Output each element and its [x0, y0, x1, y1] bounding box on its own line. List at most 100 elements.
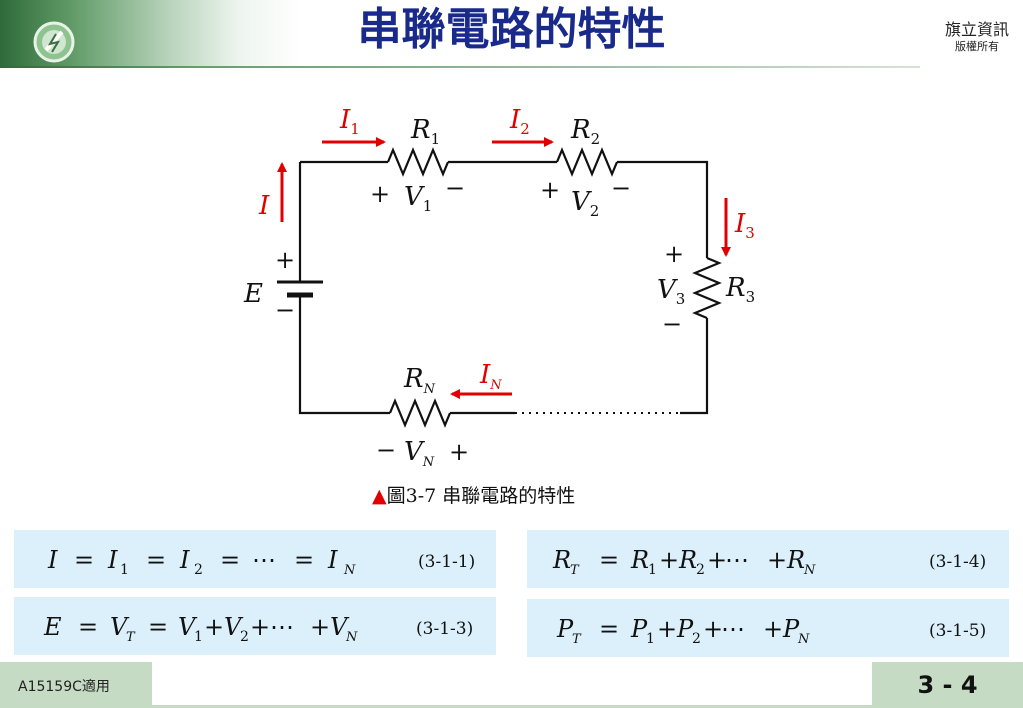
svg-text:P: P	[676, 615, 694, 643]
svg-text:R: R	[678, 546, 697, 574]
svg-text:⋯: ⋯	[721, 615, 745, 643]
v1-plus: +	[370, 180, 390, 208]
svg-text:N: N	[345, 630, 358, 645]
svg-text:1: 1	[648, 562, 657, 578]
equation-number: (3-1-5)	[929, 621, 986, 641]
svg-text:P: P	[630, 615, 648, 643]
label-i3: I3	[734, 209, 755, 242]
svg-text:=: =	[78, 613, 98, 641]
svg-text:+: +	[703, 615, 723, 643]
svg-text:2: 2	[696, 562, 705, 578]
header-band	[0, 0, 1023, 68]
svg-text:+: +	[659, 546, 679, 574]
svg-text:+: +	[657, 615, 677, 643]
label-v2: V2	[571, 187, 599, 220]
wire-bottom-left	[298, 296, 390, 415]
label-in: IN	[479, 360, 502, 393]
svg-text:T: T	[572, 632, 582, 647]
svg-text:R: R	[786, 546, 805, 574]
svg-text:V: V	[178, 613, 198, 641]
svg-text:1: 1	[646, 631, 655, 647]
label-vn: VN	[404, 437, 435, 470]
svg-text:⋯: ⋯	[252, 546, 276, 574]
label-e: E	[243, 279, 263, 309]
v1-minus: −	[445, 174, 465, 202]
resistor-r2-zigzag	[555, 147, 619, 177]
wire-top-right	[617, 160, 709, 258]
svg-text:I: I	[107, 546, 118, 574]
svg-text:+: +	[707, 546, 727, 574]
publisher-rights: 版權所有	[954, 40, 999, 53]
equation-3-1-3: E = VT = V1 + V2 + ⋯ + VN (3-1-3)	[43, 613, 473, 645]
label-rn: RN	[403, 364, 436, 397]
svg-text:I: I	[179, 546, 190, 574]
svg-text:1: 1	[120, 562, 129, 578]
v2-plus: +	[540, 176, 560, 204]
svg-text:=: =	[599, 546, 619, 574]
svg-text:⋯: ⋯	[270, 613, 294, 641]
label-i2: I2	[509, 105, 530, 138]
svg-text:V: V	[330, 613, 350, 641]
course-code-text: A15159C適用	[18, 679, 110, 695]
svg-text:=: =	[74, 546, 94, 574]
label-r3: R3	[725, 273, 755, 306]
caption-text: 圖3-7 串聯電路的特性	[386, 485, 576, 507]
v3-plus: +	[664, 240, 684, 268]
equation-3-1-4: RT = R1 + R2 + ⋯ + RN (3-1-4)	[552, 546, 986, 578]
svg-text:2: 2	[194, 562, 203, 578]
label-i1: I1	[339, 105, 360, 138]
footer-course-code: A15159C適用	[0, 662, 152, 708]
equation-3-1-5: PT = P1 + P2 + ⋯ + PN (3-1-5)	[556, 615, 986, 647]
svg-text:P: P	[782, 615, 800, 643]
vn-minus: −	[376, 436, 396, 464]
svg-text:=: =	[146, 546, 166, 574]
resistor-r3-zigzag	[692, 256, 722, 320]
caption-triangle-icon: ▲	[372, 485, 387, 507]
svg-text:V: V	[110, 613, 130, 641]
svg-text:I: I	[327, 546, 338, 574]
svg-text:=: =	[294, 546, 314, 574]
svg-text:P: P	[556, 615, 574, 643]
v3-minus: −	[662, 310, 682, 338]
figure-caption: ▲圖3-7 串聯電路的特性	[372, 481, 575, 508]
label-r1: R1	[410, 115, 440, 148]
series-circuit-diagram: I1 I2 I I3 IN R1 R2 R3 RN V1 V2 V3 VN E …	[243, 105, 755, 470]
svg-text:+: +	[310, 613, 330, 641]
v2-minus: −	[611, 174, 631, 202]
svg-text:E: E	[43, 613, 62, 641]
page-title: 串聯電路的特性	[357, 4, 666, 55]
resistor-r1-zigzag	[386, 147, 450, 177]
label-i: I	[258, 191, 270, 221]
wire-right-lower	[680, 318, 709, 415]
svg-text:=: =	[148, 613, 168, 641]
svg-text:T: T	[570, 563, 580, 578]
publisher-name: 旗立資訊	[944, 20, 1009, 39]
svg-text:N: N	[343, 563, 356, 578]
battery-minus: −	[275, 296, 295, 324]
svg-text:+: +	[204, 613, 224, 641]
svg-text:+: +	[767, 546, 787, 574]
header-divider	[0, 66, 920, 68]
equation-number: (3-1-4)	[929, 552, 986, 572]
vn-plus: +	[449, 438, 469, 466]
svg-text:N: N	[803, 563, 816, 578]
svg-text:R: R	[630, 546, 649, 574]
label-r2: R2	[570, 115, 600, 148]
svg-text:=: =	[220, 546, 240, 574]
label-v1: V1	[404, 182, 432, 215]
equation-number: (3-1-3)	[416, 619, 473, 639]
logo-icon	[33, 21, 75, 63]
equation-number: (3-1-1)	[418, 552, 475, 572]
svg-text:2: 2	[240, 629, 249, 645]
svg-text:N: N	[797, 632, 810, 647]
page-number: 3 - 4	[872, 662, 1023, 708]
svg-text:2: 2	[692, 631, 701, 647]
svg-text:T: T	[126, 630, 136, 645]
battery-plus: +	[275, 246, 295, 274]
svg-text:+: +	[763, 615, 783, 643]
